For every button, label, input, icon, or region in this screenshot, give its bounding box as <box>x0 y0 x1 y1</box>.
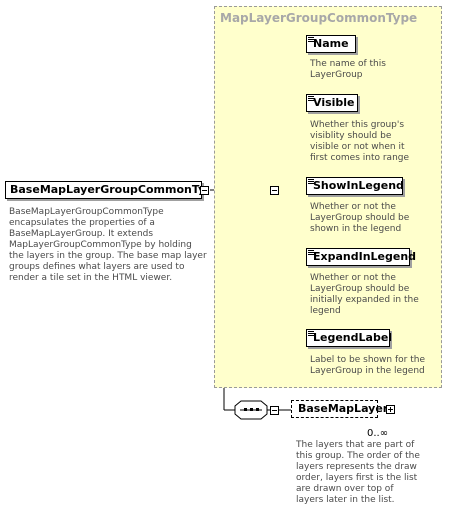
root-collapse-icon[interactable] <box>200 186 209 195</box>
element-lines-icon <box>308 179 314 185</box>
element-legendlabel[interactable]: LegendLabel <box>306 329 393 347</box>
element-label: LegendLabel <box>313 331 393 344</box>
root-element[interactable]: BaseMapLayerGroupCommonTy... <box>5 181 202 199</box>
element-lines-icon <box>308 37 314 43</box>
element-label: BaseMapLayer <box>298 402 389 415</box>
element-lines-icon <box>308 96 314 102</box>
child-description: The layers that are part of this group. … <box>296 440 420 505</box>
sequence-compositor-bottom <box>234 400 268 420</box>
group-title: MapLayerGroupCommonType <box>220 11 418 25</box>
element-description: Label to be shown for the LayerGroup in … <box>310 355 425 376</box>
sequence-collapse-icon[interactable] <box>270 186 279 195</box>
element-description: Whether or not the LayerGroup should be … <box>310 273 419 316</box>
element-label: ExpandInLegend <box>313 250 417 263</box>
element-label: ShowInLegend <box>313 179 404 192</box>
element-lines-icon <box>308 331 314 337</box>
root-description: BaseMapLayerGroupCommonType encapsulates… <box>9 207 207 283</box>
attribute-group-box <box>214 6 442 388</box>
element-name[interactable]: Name <box>306 35 356 53</box>
element-visible[interactable]: Visible <box>306 94 358 112</box>
element-showinlegend[interactable]: ShowInLegend <box>306 177 404 195</box>
sequence-collapse-icon-bottom[interactable] <box>270 406 279 415</box>
cardinality-label: 0..∞ <box>367 428 389 439</box>
element-label: Visible <box>313 96 355 109</box>
element-description: Whether or not the LayerGroup should be … <box>310 202 410 234</box>
element-expandinlegend[interactable]: ExpandInLegend <box>306 248 416 266</box>
element-lines-icon <box>308 250 314 256</box>
element-description: Whether this group's visiblity should be… <box>310 120 410 163</box>
element-label: Name <box>313 37 349 50</box>
expand-icon[interactable] <box>386 405 395 414</box>
element-description: The name of this LayerGroup <box>310 59 386 80</box>
element-basemaplayer[interactable]: BaseMapLayer <box>291 400 388 418</box>
